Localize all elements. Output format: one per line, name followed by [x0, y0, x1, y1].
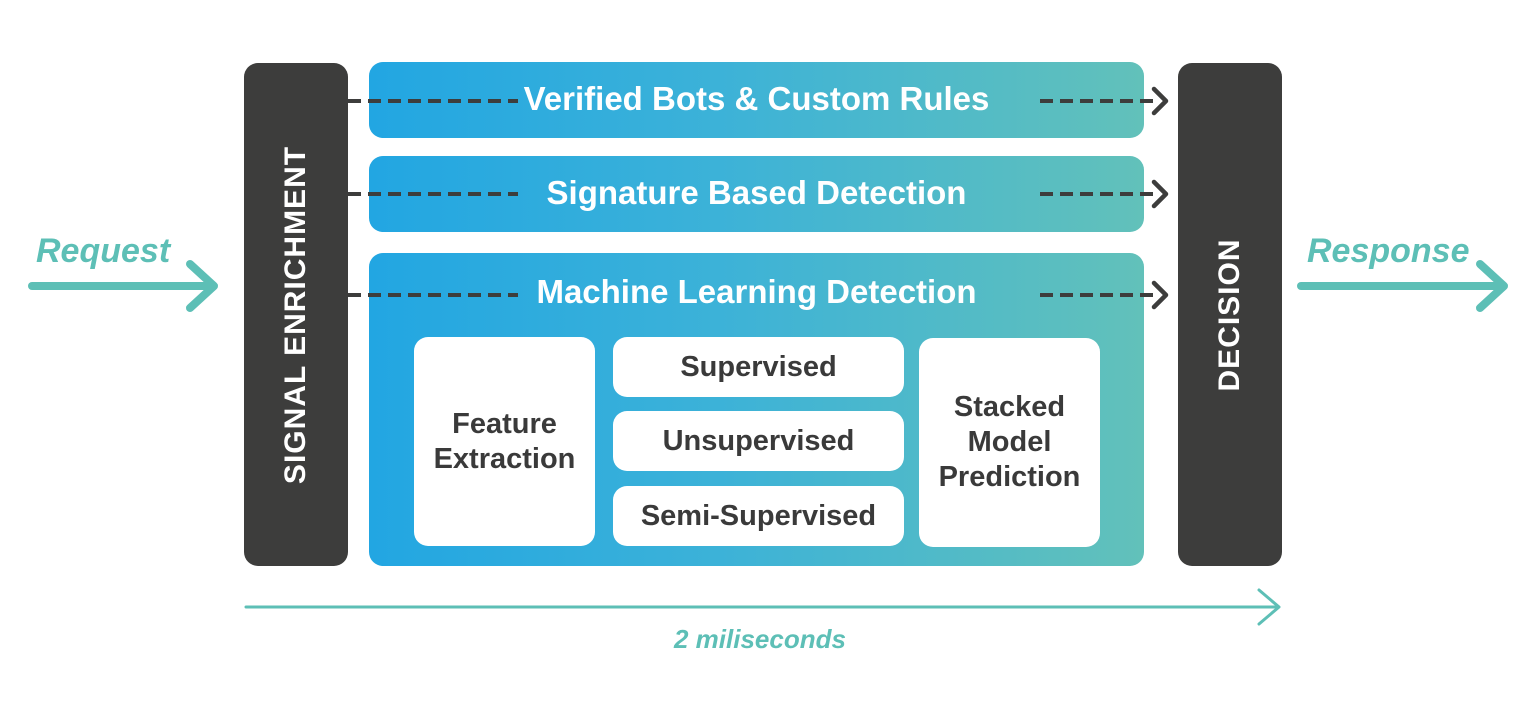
request-label: Request [36, 232, 171, 270]
lane1-arrowhead [1151, 86, 1169, 116]
model-supervised-box: Supervised [613, 337, 904, 397]
model-unsupervised-label: Unsupervised [662, 424, 855, 457]
decision-label: DECISION [1213, 237, 1246, 392]
stacked-model-box: Stacked Model Prediction [919, 338, 1100, 547]
response-label: Response [1307, 232, 1470, 270]
stacked-model-label: Stacked Model Prediction [938, 391, 1081, 493]
lane3-arrowhead [1151, 280, 1169, 310]
model-semi-supervised-box: Semi-Supervised [613, 486, 904, 546]
timeline-label: 2 miliseconds [674, 624, 846, 654]
lane-signature-detection: Signature Based Detection [369, 156, 1144, 232]
signal-enrichment-label: SIGNAL ENRICHMENT [279, 145, 312, 484]
timeline-arrow [244, 588, 1281, 626]
lane2-arrowhead [1151, 179, 1169, 209]
signal-enrichment-stage: SIGNAL ENRICHMENT [244, 63, 348, 566]
lane-signature-detection-title: Signature Based Detection [546, 174, 967, 211]
model-semi-supervised-label: Semi-Supervised [640, 499, 877, 532]
lane-machine-learning-title: Machine Learning Detection [536, 273, 977, 310]
decision-stage: DECISION [1178, 63, 1282, 566]
feature-extraction-label: Feature Extraction [433, 407, 576, 475]
lane-verified-bots-title: Verified Bots & Custom Rules [523, 80, 990, 117]
model-unsupervised-box: Unsupervised [613, 411, 904, 471]
model-supervised-label: Supervised [680, 350, 837, 383]
feature-extraction-box: Feature Extraction [414, 337, 595, 546]
lane-verified-bots: Verified Bots & Custom Rules [369, 62, 1144, 138]
